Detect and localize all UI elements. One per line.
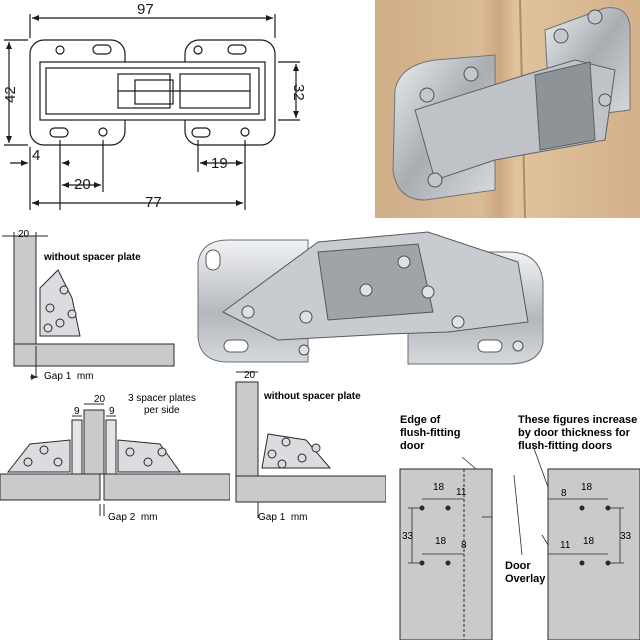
spacer-label-line2: per side <box>144 405 180 416</box>
drill-right-dim-top-b: 18 <box>581 482 593 493</box>
door-overlay-label: Door Overlay <box>505 560 545 586</box>
note-line2: by door thickness for <box>518 427 630 439</box>
drill-left-dim-top-a: 18 <box>433 482 445 493</box>
note-line3: flush-fitting doors <box>518 440 613 452</box>
spacer-label-line1: 3 spacer plates <box>128 393 196 404</box>
dim-hole-span: 77 <box>145 194 162 211</box>
gap-unit: mm <box>290 512 308 523</box>
hinge-dimension-drawing: 97 42 32 4 20 19 77 <box>2 1 307 211</box>
gap-label-left: Gap 1 mm <box>44 371 93 382</box>
drill-right-dim-bottom-a: 11 <box>560 540 571 551</box>
install-with-spacers <box>0 403 230 516</box>
spacer-thickness-right: 9 <box>109 406 115 417</box>
dim-hole-spacing-left: 20 <box>74 176 91 193</box>
drill-left-dim-vertical: 33 <box>402 531 414 542</box>
overlay-label-line1: Door <box>505 560 531 572</box>
edge-of-door-label: Edge of flush-fitting door <box>400 414 460 453</box>
gap-unit: mm <box>140 512 158 523</box>
round-hole <box>193 45 203 55</box>
drill-right-dim-top-a: 8 <box>561 488 567 499</box>
gap-unit: mm <box>76 371 94 382</box>
dim-edge-offset: 4 <box>32 147 40 164</box>
thickness-label-left: 20 <box>18 229 30 240</box>
thickness-label-right: 20 <box>244 370 256 381</box>
overlay-label-line2: Overlay <box>505 573 546 585</box>
edge-label-line1: Edge of <box>400 414 441 426</box>
installed-hinge-illustration <box>392 0 631 218</box>
spacer-plates-label: 3 spacer plates per side <box>128 393 196 417</box>
figures-increase-note: These figures increase by door thickness… <box>518 414 637 453</box>
dim-inner-height: 32 <box>290 84 307 101</box>
thickness-label-middle: 20 <box>94 394 106 405</box>
without-spacer-label-left: without spacer plate <box>44 252 141 263</box>
drill-left-dim-bottom-b: 8 <box>461 540 467 551</box>
drilling-diagram <box>399 442 640 640</box>
note-line1: These figures increase <box>518 414 638 426</box>
edge-label-line2: flush-fitting <box>400 427 461 439</box>
drill-right-dim-bottom-b: 18 <box>583 536 595 547</box>
slot-hole <box>227 44 247 55</box>
dim-overall-width: 97 <box>137 1 154 18</box>
hinge-product-illustration <box>197 231 544 365</box>
round-hole <box>240 127 250 137</box>
drill-left-dim-bottom-a: 18 <box>435 536 447 547</box>
round-hole <box>98 127 108 137</box>
edge-label-line3: door <box>400 440 425 452</box>
gap-value: 1 <box>65 371 72 382</box>
spacer-thickness-left: 9 <box>74 406 80 417</box>
gap-label-right: Gap 1 mm <box>258 512 307 523</box>
without-spacer-label-right: without spacer plate <box>264 391 361 402</box>
gap-word: Gap <box>258 512 277 523</box>
dim-overall-height: 42 <box>2 86 19 103</box>
gap-value: 1 <box>279 512 286 523</box>
round-hole <box>55 45 65 55</box>
drill-right-dim-vertical: 33 <box>620 531 632 542</box>
install-no-spacer-right <box>235 371 386 518</box>
dim-hole-spacing-right: 19 <box>211 155 228 172</box>
door-panel-left <box>399 468 493 640</box>
gap-label-middle: Gap 2 mm <box>108 512 157 523</box>
install-no-spacer-left <box>2 232 175 380</box>
gap-value: 2 <box>129 512 136 523</box>
gap-word: Gap <box>108 512 127 523</box>
slot-hole <box>191 127 211 138</box>
slot-hole <box>49 127 69 138</box>
drill-left-dim-top-b: 11 <box>456 487 467 498</box>
slot-hole <box>92 44 112 55</box>
gap-word: Gap <box>44 371 63 382</box>
door-panel-right <box>547 468 640 640</box>
